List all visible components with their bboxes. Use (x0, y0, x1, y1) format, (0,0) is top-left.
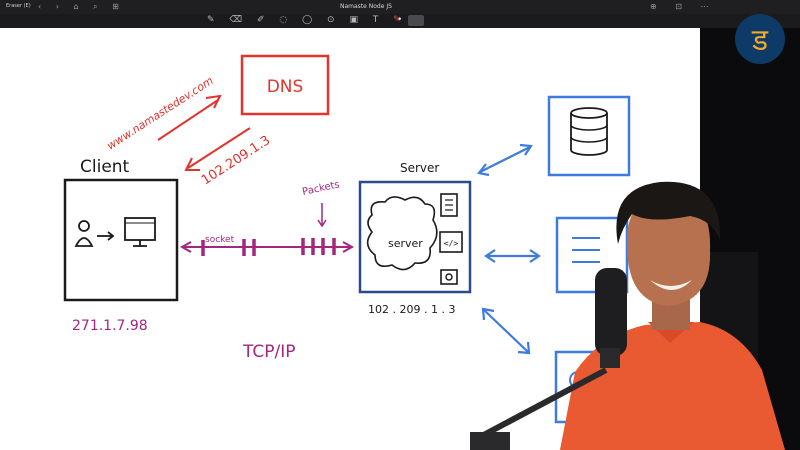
connection-arrows (477, 143, 541, 355)
window-titlebar: Eraser (E) ‹ › ⌂ ⌕ ⊞ Namaste Node JS ⊕ ⊡… (0, 0, 800, 14)
pen-width-button[interactable] (408, 15, 424, 26)
document-title[interactable]: Namaste Node JS (340, 3, 392, 10)
file-icon (440, 193, 458, 217)
tool-icons[interactable]: ✎ ⌫ ✐ ◌ ◯ ⊙ ▣ T ✎ (207, 15, 407, 25)
database-box (547, 95, 631, 177)
dns-ip-text: 102.209.1.3 (199, 133, 273, 188)
request-arrow (157, 99, 219, 141)
client-box (63, 178, 179, 302)
marker-icon[interactable]: ✎ (393, 15, 407, 25)
server-cloud (366, 196, 438, 271)
server-inner-label: server (388, 237, 423, 250)
socket-label: socket (205, 235, 235, 245)
dns-label: DNS (267, 77, 304, 97)
packet-marks (201, 238, 336, 256)
code-icon: </> (439, 231, 463, 253)
channel-logo: ड (735, 14, 785, 64)
response-arrow (187, 127, 251, 169)
server-ip-text: 102 . 209 . 1 . 3 (368, 303, 455, 316)
dns-box (240, 54, 330, 116)
svg-text:</>: </> (444, 239, 459, 248)
protocol-label: TCP/IP (242, 342, 296, 362)
user-icon (74, 220, 94, 247)
color-dot-icon[interactable]: • (397, 15, 403, 25)
document-box (555, 216, 629, 294)
client-label: Client (80, 157, 130, 177)
monitor-icon (124, 217, 156, 247)
client-ip-text: 271.1.7.98 (72, 318, 148, 334)
presenter-video (470, 181, 785, 450)
active-tool-label: Eraser (E) (6, 3, 31, 9)
arrow-right-icon (97, 231, 115, 241)
titlebar-nav-icons[interactable]: ‹ › ⌂ ⌕ ⊞ (38, 2, 125, 11)
titlebar-right-icons[interactable]: ⊕ ⊡ ⋯ (650, 2, 717, 11)
drawing-toolbar: ✎ ⌫ ✐ ◌ ◯ ⊙ ▣ T ✎ • (0, 14, 800, 28)
server-box (358, 180, 472, 294)
image-icon (440, 269, 458, 285)
packets-label: Packets (301, 179, 340, 198)
logo-glyph: ड (751, 23, 769, 58)
server-label: Server (400, 161, 439, 175)
